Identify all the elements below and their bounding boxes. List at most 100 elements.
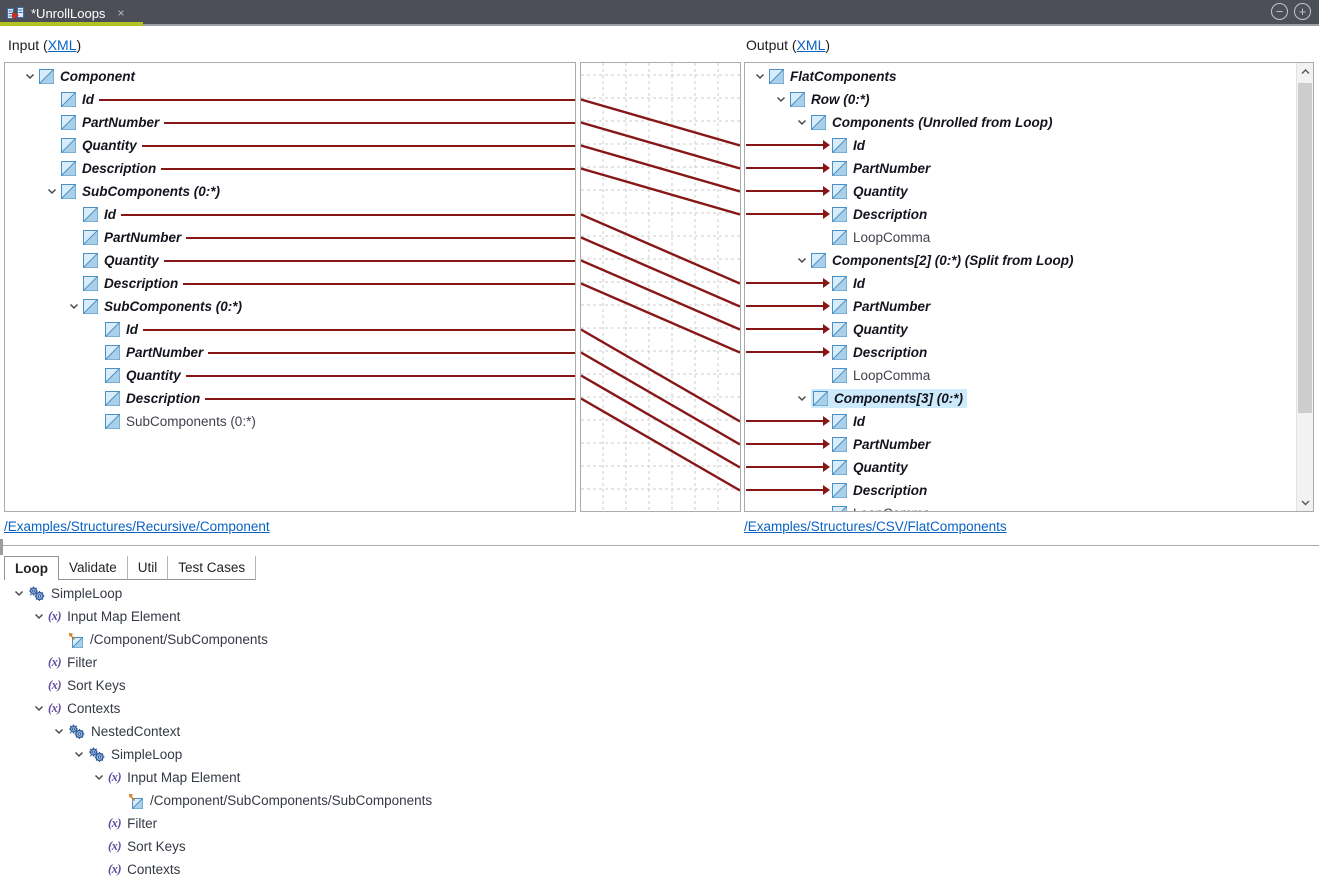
tree-item[interactable]: Quantity	[745, 318, 1296, 341]
horizontal-splitter[interactable]	[0, 545, 1319, 546]
tree-item[interactable]: Quantity	[5, 134, 575, 157]
tree-item[interactable]: (x)Contexts	[0, 697, 1319, 720]
tab-util[interactable]: Util	[127, 556, 169, 580]
expand-toggle[interactable]	[751, 73, 769, 80]
expand-toggle[interactable]	[65, 303, 83, 310]
document-tab[interactable]: *UnrollLoops ×	[0, 0, 143, 26]
tree-item[interactable]: Description	[745, 203, 1296, 226]
tree-item[interactable]: (x)Input Map Element	[0, 766, 1319, 789]
tree-item[interactable]: PartNumber	[5, 341, 575, 364]
tree-item[interactable]: LoopComma	[745, 364, 1296, 387]
xml-element-icon	[83, 253, 98, 268]
tree-item[interactable]: PartNumber	[745, 433, 1296, 456]
tree-item[interactable]: PartNumber	[745, 295, 1296, 318]
tree-item[interactable]: Components (Unrolled from Loop)	[745, 111, 1296, 134]
input-pane-header: Input (XML)	[8, 37, 81, 53]
expand-toggle[interactable]	[90, 774, 108, 781]
tree-item[interactable]: Id	[5, 88, 575, 111]
tree-item[interactable]: Description	[745, 341, 1296, 364]
xml-element-icon	[61, 115, 76, 130]
tree-item[interactable]: SimpleLoop	[0, 582, 1319, 605]
scrollbar-up-button[interactable]	[1297, 63, 1313, 80]
xml-element-icon	[832, 207, 847, 222]
input-xml-link[interactable]: XML	[47, 37, 77, 53]
input-structure-link[interactable]: /Examples/Structures/Recursive/Component	[4, 519, 270, 534]
output-xml-link[interactable]: XML	[796, 37, 826, 53]
tree-item[interactable]: Id	[745, 134, 1296, 157]
expand-toggle[interactable]	[21, 73, 39, 80]
tree-item[interactable]: Id	[5, 318, 575, 341]
tree-item[interactable]: Components[3] (0:*)	[745, 387, 1296, 410]
selected-tree-item[interactable]: Components[3] (0:*)	[811, 389, 967, 408]
splitter-grip[interactable]	[0, 539, 3, 555]
expand-toggle[interactable]	[793, 119, 811, 126]
tree-item[interactable]: (x)Filter	[0, 812, 1319, 835]
expand-toggle[interactable]	[30, 705, 48, 712]
tree-item[interactable]: Id	[5, 203, 575, 226]
xml-element-icon	[105, 345, 120, 360]
expand-toggle[interactable]	[70, 751, 88, 758]
expand-toggle[interactable]	[30, 613, 48, 620]
tree-item[interactable]: SubComponents (0:*)	[5, 180, 575, 203]
double-gear-icon	[28, 586, 45, 602]
tree-item[interactable]: FlatComponents	[745, 65, 1296, 88]
tree-item[interactable]: Description	[745, 479, 1296, 502]
tree-item[interactable]: /Component/SubComponents/SubComponents	[0, 789, 1319, 812]
tree-item[interactable]: SubComponents (0:*)	[5, 295, 575, 318]
tree-item[interactable]: Description	[5, 387, 575, 410]
tree-item[interactable]: (x)Sort Keys	[0, 835, 1319, 858]
expand-toggle[interactable]	[772, 96, 790, 103]
tree-item[interactable]: Component	[5, 65, 575, 88]
tree-item[interactable]: PartNumber	[5, 226, 575, 249]
tree-item[interactable]: Quantity	[5, 364, 575, 387]
tree-item[interactable]: /Component/SubComponents	[0, 628, 1319, 651]
xml-element-icon	[832, 276, 847, 291]
close-icon[interactable]: ×	[117, 6, 125, 20]
xml-element-icon	[790, 92, 805, 107]
tree-item[interactable]: PartNumber	[745, 157, 1296, 180]
tree-item[interactable]: Id	[745, 410, 1296, 433]
function-icon: (x)	[48, 701, 62, 716]
function-icon: (x)	[108, 770, 122, 785]
tree-item[interactable]: Id	[745, 272, 1296, 295]
tree-item[interactable]: Quantity	[5, 249, 575, 272]
tree-item[interactable]: PartNumber	[5, 111, 575, 134]
tree-item[interactable]: (x)Sort Keys	[0, 674, 1319, 697]
expand-toggle[interactable]	[43, 188, 61, 195]
double-gear-icon	[88, 747, 105, 763]
tree-item[interactable]: Description	[5, 157, 575, 180]
scrollbar-down-button[interactable]	[1297, 494, 1313, 511]
tree-item[interactable]: (x)Contexts	[0, 858, 1319, 881]
tree-item-label: FlatComponents	[790, 69, 897, 84]
tree-item[interactable]: Row (0:*)	[745, 88, 1296, 111]
tree-item[interactable]: NestedContext	[0, 720, 1319, 743]
scrollbar-thumb[interactable]	[1298, 83, 1312, 413]
expand-toggle[interactable]	[50, 728, 68, 735]
zoom-in-button[interactable]: +	[1294, 3, 1311, 20]
expand-toggle[interactable]	[793, 395, 811, 402]
mapping-arrow	[746, 140, 830, 150]
tree-item[interactable]: Components[2] (0:*) (Split from Loop)	[745, 249, 1296, 272]
expand-toggle[interactable]	[10, 590, 28, 597]
tab-validate[interactable]: Validate	[59, 556, 128, 580]
tab-test-cases[interactable]: Test Cases	[168, 556, 257, 580]
tab-loop[interactable]: Loop	[4, 556, 59, 580]
xml-element-icon	[811, 253, 826, 268]
xml-element-icon	[83, 230, 98, 245]
tree-item[interactable]: (x)Filter	[0, 651, 1319, 674]
tree-item[interactable]: Quantity	[745, 456, 1296, 479]
output-structure-link[interactable]: /Examples/Structures/CSV/FlatComponents	[744, 519, 1007, 534]
tree-item[interactable]: Quantity	[745, 180, 1296, 203]
zoom-out-button[interactable]: −	[1271, 3, 1288, 20]
tree-item[interactable]: LoopComma	[745, 502, 1296, 511]
tree-item[interactable]: SubComponents (0:*)	[5, 410, 575, 433]
expand-toggle[interactable]	[793, 257, 811, 264]
tree-item[interactable]: Description	[5, 272, 575, 295]
function-icon: (x)	[48, 678, 62, 692]
tree-item[interactable]: (x)Input Map Element	[0, 605, 1319, 628]
tree-item-label: PartNumber	[853, 161, 931, 176]
output-scrollbar[interactable]	[1296, 63, 1313, 511]
mapped-element-icon	[69, 632, 83, 648]
tree-item[interactable]: LoopComma	[745, 226, 1296, 249]
tree-item[interactable]: SimpleLoop	[0, 743, 1319, 766]
